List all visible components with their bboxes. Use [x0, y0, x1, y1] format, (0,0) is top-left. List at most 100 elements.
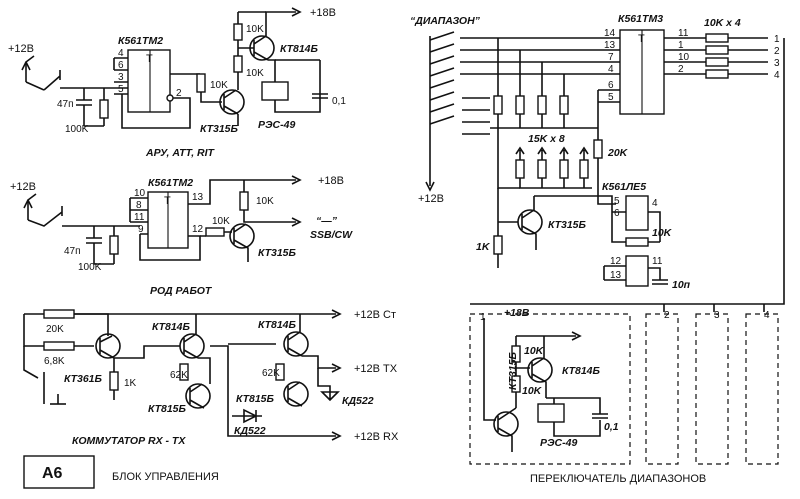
bands-unit-4: [745, 313, 779, 465]
svg-text:10K: 10K: [246, 24, 264, 35]
svg-text:2: 2: [176, 88, 182, 99]
bands-respack2-label: 15K x 8: [528, 133, 565, 145]
svg-text:10K: 10K: [256, 196, 274, 207]
bands-range-label: “ДИАПАЗОН”: [410, 15, 481, 27]
bands-unit-t1-label: КТ315Б: [507, 351, 519, 390]
svg-text:10K: 10K: [652, 227, 673, 239]
svg-text:6: 6: [118, 60, 124, 71]
switch-kt814b: [283, 331, 309, 357]
svg-text:3: 3: [118, 72, 124, 83]
svg-text:10п: 10п: [672, 279, 691, 291]
svg-text:13: 13: [610, 270, 622, 281]
svg-text:10K: 10K: [246, 68, 264, 79]
switch-section: +12В Ст 20K 6,8K КТ361Б 1K КТ814Б 62K КТ…: [23, 309, 399, 447]
svg-text:11: 11: [678, 28, 689, 39]
svg-text:10K: 10K: [212, 216, 230, 227]
bands-caption: ПЕРЕКЛЮЧАТЕЛЬ ДИАПАЗОНОВ: [530, 473, 706, 485]
mode-section: +12В 47п 100K T К561ТМ2 10 8 11 9 +18В 1…: [10, 175, 353, 297]
mode-out-label: SSB/CW: [310, 229, 353, 241]
svg-text:8: 8: [136, 200, 142, 211]
svg-text:10K: 10K: [522, 385, 543, 397]
bands-unit-3: [695, 313, 729, 465]
mode-transistor: [229, 223, 255, 249]
svg-text:12: 12: [610, 256, 622, 267]
svg-text:4: 4: [118, 48, 124, 59]
switch-kt361-label: КТ361Б: [64, 373, 103, 385]
block-id: A6 БЛОК УПРАВЛЕНИЯ: [23, 455, 219, 489]
block-id-text: A6: [42, 465, 63, 482]
svg-text:6: 6: [614, 208, 620, 219]
agc-input-resistor: [99, 99, 109, 119]
svg-text:4: 4: [764, 310, 770, 321]
svg-text:62K: 62K: [170, 370, 188, 381]
svg-text:2: 2: [774, 46, 780, 57]
svg-text:9: 9: [138, 224, 144, 235]
bands-unit-kt814: [527, 357, 553, 383]
svg-text:3: 3: [714, 310, 720, 321]
agc-resistor-label: 100K: [65, 124, 89, 135]
switch-out-rx: +12В RX: [354, 431, 399, 443]
mode-resistor-label: 100K: [78, 262, 102, 273]
mode-supply-label: +12В: [10, 181, 36, 193]
mode-caption: РОД РАБОТ: [150, 285, 213, 297]
mode-ic-label: К561ТМ2: [148, 177, 193, 189]
bands-unit-1: [469, 313, 631, 465]
svg-text:4: 4: [652, 198, 658, 209]
switch-kt361: [95, 333, 121, 359]
svg-text:20K: 20K: [607, 147, 629, 159]
svg-text:1: 1: [774, 34, 780, 45]
bands-logic-top: [625, 195, 649, 231]
switch-out-ct: +12В Ст: [354, 309, 396, 321]
agc-ic-label: К561ТМ2: [118, 35, 163, 47]
mode-transistor-label: КТ315Б: [258, 247, 297, 259]
bands-unit-supply18: +18В: [504, 307, 530, 319]
svg-text:6,8K: 6,8K: [44, 356, 65, 367]
agc-t1-label: КТ814Б: [280, 43, 319, 55]
switch-kt814b-label: КТ814Б: [258, 319, 297, 331]
svg-text:11: 11: [134, 212, 145, 223]
svg-text:3: 3: [774, 58, 780, 69]
svg-text:5: 5: [118, 84, 124, 95]
bands-ic-main-label: К561ТМ3: [618, 13, 663, 25]
svg-text:10: 10: [678, 52, 690, 63]
svg-text:1: 1: [480, 312, 486, 323]
svg-text:10K: 10K: [524, 345, 545, 357]
agc-supply-label: +12В: [8, 43, 34, 55]
agc-t2-label: КТ315Б: [200, 123, 239, 135]
bands-transistor-label: КТ315Б: [548, 219, 587, 231]
svg-text:T: T: [146, 53, 153, 65]
svg-text:6: 6: [608, 80, 614, 91]
svg-text:5: 5: [614, 196, 620, 207]
svg-text:14: 14: [604, 28, 616, 39]
svg-text:5: 5: [608, 92, 614, 103]
bands-supply-label: +12В: [418, 193, 444, 205]
svg-text:7: 7: [608, 52, 614, 63]
switch-d1-label: КД522: [234, 425, 266, 437]
svg-text:4: 4: [774, 70, 780, 81]
mode-supply18-label: +18В: [318, 175, 344, 187]
svg-text:2: 2: [664, 310, 670, 321]
switch-out-tx: +12В ТХ: [354, 363, 398, 375]
switch-caption: КОММУТАТОР RX - TX: [72, 435, 186, 447]
switch-kt815a-label: КТ815Б: [148, 403, 187, 415]
bands-unit-2: [645, 313, 679, 465]
bands-unit-kt315: [493, 411, 519, 437]
switch-kt815b-label: КТ815Б: [236, 393, 275, 405]
switch-kt814a-label: КТ814Б: [152, 321, 191, 333]
svg-text:13: 13: [192, 192, 204, 203]
svg-text:4: 4: [608, 64, 614, 75]
svg-text:1K: 1K: [124, 378, 137, 389]
svg-text:1: 1: [678, 40, 684, 51]
agc-supply18-label: +18В: [310, 7, 336, 19]
svg-text:T: T: [638, 33, 645, 45]
agc-relay-label: РЭС-49: [258, 119, 295, 131]
bands-unit-relay-label: РЭС-49: [540, 437, 577, 449]
svg-text:10K: 10K: [210, 80, 228, 91]
svg-text:10: 10: [134, 188, 146, 199]
bands-unit-t2-label: КТ814Б: [562, 365, 601, 377]
svg-text:13: 13: [604, 40, 616, 51]
agc-caption: АРУ, ATT, RIT: [145, 147, 216, 159]
switch-d2-label: КД522: [342, 395, 374, 407]
svg-text:11: 11: [652, 256, 663, 267]
